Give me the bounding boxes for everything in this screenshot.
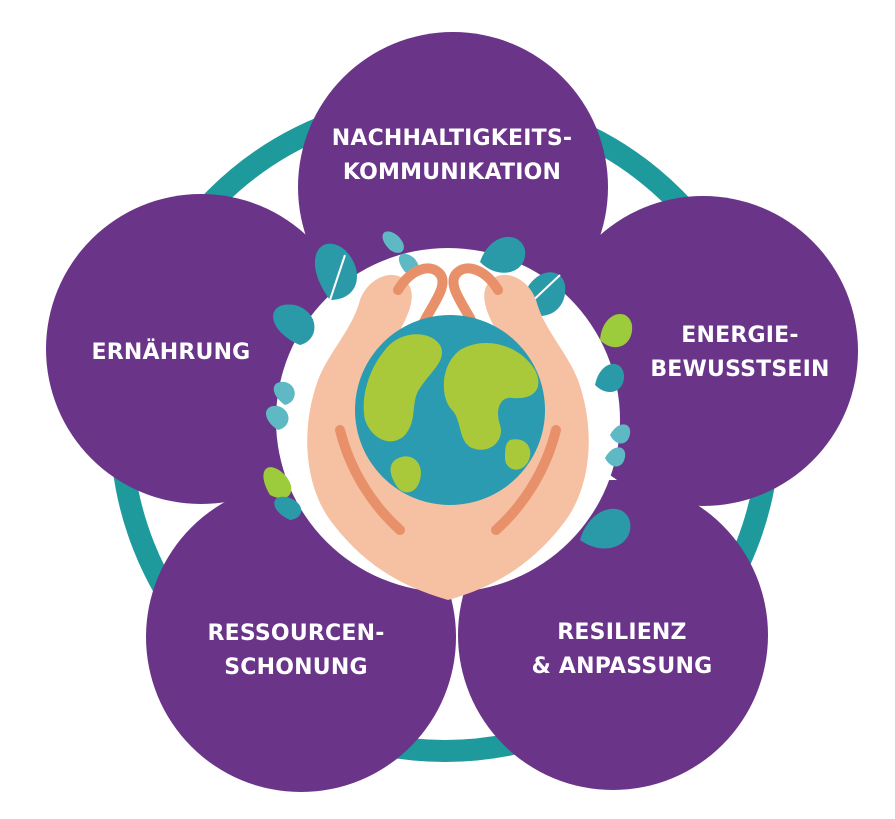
label-line: ERNÄHRUNG: [91, 340, 251, 365]
label-bottom-right: RESILIENZ & ANPASSUNG: [532, 616, 713, 684]
label-line: SCHONUNG: [224, 655, 368, 680]
hands-holding-globe-icon: [307, 263, 589, 600]
label-line: RESILIENZ: [557, 620, 687, 645]
label-line: RESSOURCEN-: [207, 621, 385, 646]
leaf-icon: [263, 231, 633, 549]
label-line: NACHHALTIGKEITS-: [331, 126, 573, 151]
label-line: KOMMUNIKATION: [342, 160, 562, 185]
label-bottom-left: RESSOURCEN- SCHONUNG: [207, 617, 384, 685]
label-line: & ANPASSUNG: [531, 654, 713, 679]
label-top: NACHHALTIGKEITS- KOMMUNIKATION: [332, 122, 573, 190]
label-right: ENERGIE- BEWUSSTSEIN: [650, 319, 829, 387]
label-left: ERNÄHRUNG: [92, 336, 251, 370]
label-line: ENERGIE-: [681, 323, 799, 348]
label-line: BEWUSSTSEIN: [650, 357, 830, 382]
